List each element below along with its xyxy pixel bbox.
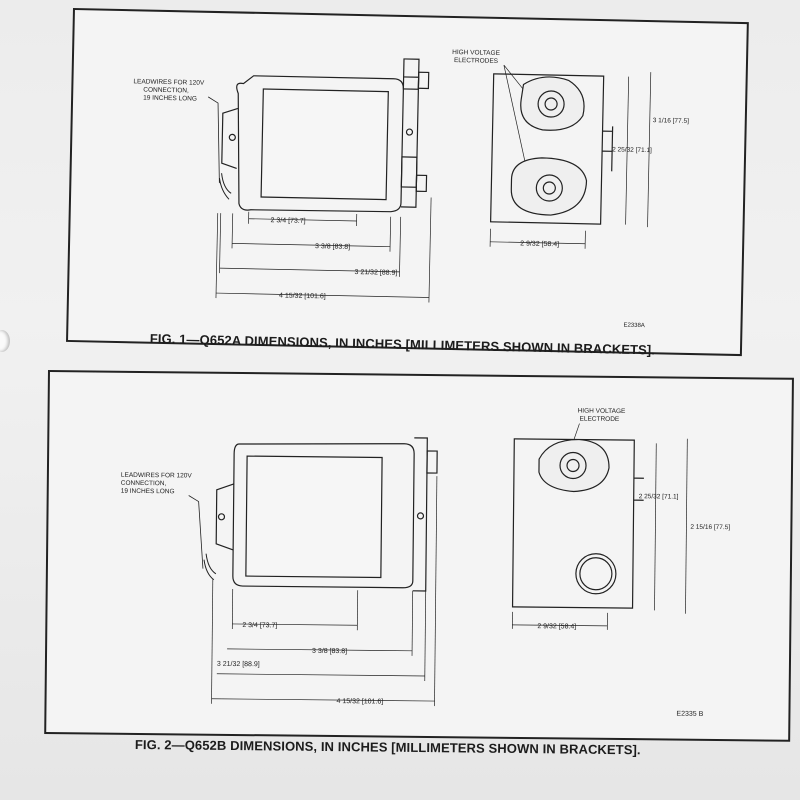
fig2-drawing-code: E2335 B (676, 711, 703, 718)
figure-1-drawing: LEADWIRES FOR 120V CONNECTION, 19 INCHES… (133, 49, 689, 329)
fig1-electrodes-line1: HIGH VOLTAGE (452, 49, 501, 57)
fig1-drawing-code: E2338A (623, 323, 644, 329)
fig2-dim-front-4: 4 15/32 [101.6] (337, 698, 384, 705)
fig1-dim-front-4: 4 15/32 [101.6] (279, 292, 326, 300)
fig1-leadwires-line3: 19 INCHES LONG (143, 94, 197, 102)
figure-2-frame: LEADWIRES FOR 120V CONNECTION, 19 INCHES… (44, 370, 794, 742)
fig1-dim-side-3: 2 9/32 [58.4] (520, 240, 559, 248)
fig1-side-dimensions (489, 72, 652, 249)
binder-hole (0, 330, 10, 352)
fig2-front-body (215, 437, 438, 592)
fig2-leadwires-leader (188, 495, 204, 569)
fig1-front-dimensions (215, 197, 432, 303)
fig2-leadwires-line1: LEADWIRES FOR 120V (121, 472, 193, 480)
fig2-leadwires-line3: 19 INCHES LONG (121, 488, 175, 496)
fig1-dim-side-1: 3 1/16 [77.5] (653, 117, 689, 125)
fig1-dim-side-2: 2 25/32 [71.1] (612, 146, 652, 154)
fig2-side-dimensions (511, 438, 688, 630)
fig1-electrodes-leader (503, 64, 528, 170)
fig1-electrodes-line2: ELECTRODES (454, 57, 499, 65)
fig2-side-body (511, 438, 644, 609)
fig2-front-dimensions (211, 476, 438, 707)
fig2-dim-front-2: 3 3/8 [83.8] (312, 648, 347, 655)
fig2-electrode-line1: HIGH VOLTAGE (578, 408, 627, 416)
fig2-dim-side-3: 2 9/32 [58.4] (537, 623, 576, 630)
fig1-dim-front-2: 3 3/8 [83.8] (315, 243, 350, 251)
fig1-side-body (490, 73, 614, 225)
fig1-wires (218, 173, 232, 200)
fig1-leadwires-line2: CONNECTION, (143, 86, 189, 94)
fig1-dim-front-3: 3 21/32 [88.9] (354, 269, 397, 277)
fig1-front-body (221, 58, 430, 213)
fig2-dim-front-1: 2 3/4 [73.7] (242, 622, 277, 629)
fig1-dim-front-1: 2 3/4 [73.7] (271, 217, 306, 225)
fig2-dim-side-2: 2 15/16 [77.5] (690, 524, 730, 531)
fig2-electrode-line2: ELECTRODE (579, 416, 619, 423)
fig2-wires (203, 553, 217, 581)
fig2-dim-front-3: 3 21/32 [88.9] (217, 661, 260, 668)
figure-2-drawing: LEADWIRES FOR 120V CONNECTION, 19 INCHES… (121, 408, 731, 718)
fig1-leadwires-line1: LEADWIRES FOR 120V (133, 78, 205, 86)
fig2-dim-side-1: 2 25/32 [71.1] (639, 493, 679, 500)
fig1-leadwires-leader (207, 96, 220, 184)
fig2-leadwires-line2: CONNECTION, (121, 480, 167, 487)
figure-1-frame: LEADWIRES FOR 120V CONNECTION, 19 INCHES… (66, 8, 749, 357)
